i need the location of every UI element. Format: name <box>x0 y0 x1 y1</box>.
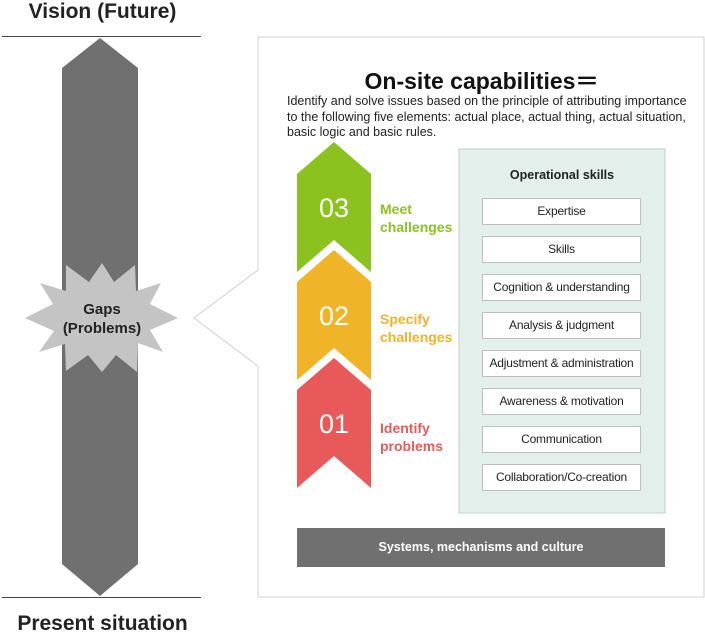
chevron-03 <box>297 142 371 272</box>
step-label-line: Identify <box>380 420 430 436</box>
gaps-starburst <box>25 263 178 372</box>
vision-label: Vision (Future) <box>28 0 177 23</box>
skill-awareness-motivation: Awareness & motivation <box>482 388 641 415</box>
skill-expertise: Expertise <box>482 198 641 225</box>
skill-skills: Skills <box>482 236 641 263</box>
top-divider <box>2 36 201 37</box>
step-number-03: 03 <box>318 193 350 223</box>
skill-analysis-judgment: Analysis & judgment <box>482 312 641 339</box>
step-label-line: challenges <box>380 219 453 235</box>
step-label-line: Meet <box>380 201 412 217</box>
bottom-divider <box>2 597 201 598</box>
skill-adjustment-administration: Adjustment & administration <box>482 350 641 377</box>
gaps-label-line1: Gaps <box>83 301 121 318</box>
step-label-line: Specify <box>380 311 430 327</box>
panel-description: Identify and solve issues based on the p… <box>287 94 687 139</box>
step-label-line: challenges <box>380 329 453 345</box>
step-number-02: 02 <box>318 301 350 331</box>
step-label-line: problems <box>380 438 444 454</box>
systems-bar <box>297 528 665 567</box>
operational-skills-title: Operational skills <box>509 168 615 182</box>
step-number-01: 01 <box>318 409 350 439</box>
gaps-label: Gaps (Problems) <box>52 300 152 338</box>
chevron-01 <box>297 358 371 488</box>
present-situation-label: Present situation <box>17 612 188 635</box>
skill-collaboration-cocreation: Collaboration/Co-creation <box>482 464 641 491</box>
step-label-specify-challenges: Specify challenges <box>380 310 460 346</box>
chevron-02 <box>297 250 371 380</box>
skill-cognition-understanding: Cognition & understanding <box>482 274 641 301</box>
step-label-identify-problems: Identify problems <box>380 419 460 455</box>
gaps-label-line2: (Problems) <box>62 320 142 337</box>
systems-bar-label: Systems, mechanisms and culture <box>378 540 584 554</box>
panel-title: On-site capabilities＝ <box>364 68 599 94</box>
step-label-meet-challenges: Meet challenges <box>380 200 460 236</box>
skill-communication: Communication <box>482 426 641 453</box>
